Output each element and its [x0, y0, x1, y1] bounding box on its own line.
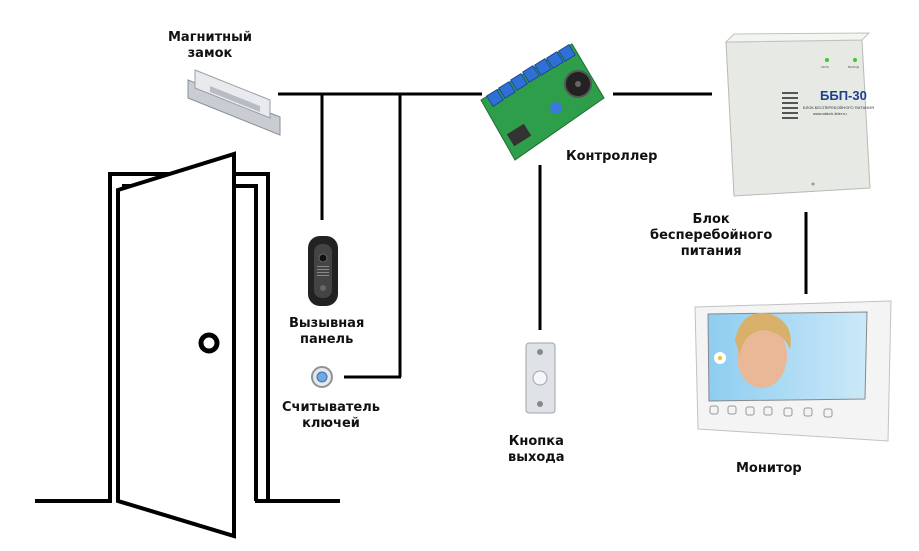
label-call-panel: Вызывная панель: [289, 316, 365, 347]
magnetic-lock-icon: [187, 69, 281, 136]
label-controller: Контроллер: [566, 149, 658, 164]
label-exit-button: Кнопка выхода: [508, 434, 565, 465]
monitor-icon: [694, 300, 892, 442]
label-magnetic-lock: Магнитный замок: [168, 30, 252, 61]
door-drawing: [35, 151, 340, 539]
ups-url-text: www.altech-lider.ru: [813, 111, 847, 116]
label-ups: Блок бесперебойного питания: [650, 212, 773, 259]
call-panel-icon: [308, 236, 338, 306]
exit-button-icon: [525, 342, 556, 414]
key-reader-icon: [311, 366, 333, 388]
ups-caption-text: БЛОК БЕСПЕРЕБОЙНОГО ПИТАНИЯ: [803, 105, 874, 110]
wires: [278, 92, 808, 379]
door-leaf: [116, 151, 236, 539]
ups-box-icon: [724, 32, 871, 197]
controller-board-icon: [480, 43, 605, 161]
label-key-reader: Считыватель ключей: [282, 400, 380, 431]
door-handle-icon: [198, 332, 220, 354]
ups-indicator-mains: СЕТЬ: [821, 65, 829, 69]
face-image: [737, 324, 787, 388]
ups-model-text: ББП-30: [820, 88, 867, 103]
label-monitor: Монитор: [736, 461, 802, 476]
ups-indicator-output: ВЫХОД: [848, 65, 859, 69]
